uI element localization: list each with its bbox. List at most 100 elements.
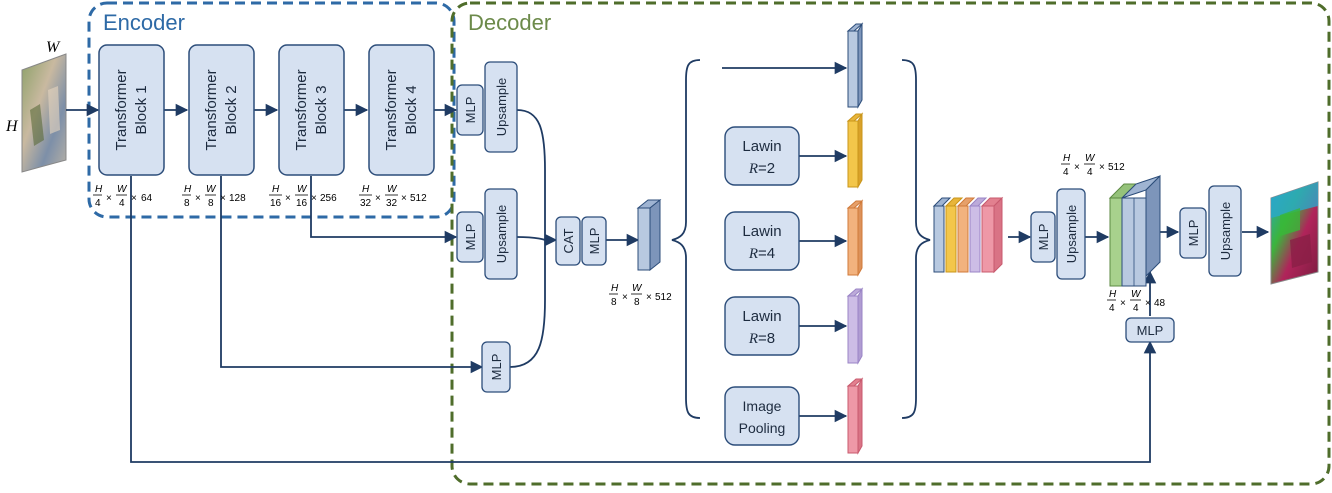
transformer-block-2: Transformer Block 2	[188, 44, 255, 176]
svg-text:Lawin: Lawin	[742, 223, 781, 240]
output-segmentation-image	[1270, 181, 1319, 285]
svg-text:×: ×	[622, 292, 628, 303]
decoder-region	[450, 1, 1331, 486]
dim-label-block-3: H 16 × W 16 × 256	[269, 184, 337, 209]
final-feature-stack	[1108, 174, 1161, 287]
left-brace	[671, 59, 701, 419]
mlp-stage1: MLP	[456, 84, 484, 136]
svg-text:Lawin: Lawin	[742, 138, 781, 155]
svg-text:Upsample: Upsample	[1064, 205, 1079, 264]
dim-label-block-2: H 8 × W 8 × 128	[182, 184, 246, 209]
svg-text:Transformer: Transformer	[293, 69, 310, 150]
svg-text:4: 4	[119, 198, 125, 209]
svg-text:16: 16	[296, 198, 308, 209]
svg-text:×: ×	[131, 193, 137, 204]
svg-text:Pooling: Pooling	[739, 420, 786, 436]
upsample-stage1: Upsample	[484, 61, 518, 153]
dim-label-fused: H 8 × W 8 × 512	[609, 283, 672, 308]
svg-text:R=2: R=2	[748, 160, 775, 177]
svg-text:Block 3: Block 3	[313, 85, 330, 134]
svg-text:32: 32	[360, 198, 372, 209]
svg-text:MLP: MLP	[463, 224, 478, 251]
dim-label-final-bottom: H 4 × W 4 × 48	[1107, 289, 1166, 314]
svg-text:R=4: R=4	[748, 245, 775, 262]
decoder-label: Decoder	[468, 10, 551, 35]
svg-text:8: 8	[184, 198, 190, 209]
svg-text:×: ×	[1120, 298, 1126, 309]
svg-text:256: 256	[320, 193, 337, 204]
svg-text:MLP: MLP	[1186, 220, 1201, 247]
svg-text:W: W	[117, 184, 128, 195]
branch-prism-pooling	[846, 377, 864, 455]
svg-text:32: 32	[386, 198, 398, 209]
svg-text:W: W	[206, 184, 217, 195]
branch-prism-identity	[846, 22, 864, 109]
svg-text:4: 4	[1087, 167, 1093, 178]
input-image	[21, 53, 67, 173]
svg-text:MLP: MLP	[1036, 224, 1051, 251]
svg-text:MLP: MLP	[463, 97, 478, 124]
svg-text:H: H	[611, 283, 619, 294]
dim-label-block-4: H 32 × W 32 × 512	[359, 184, 427, 209]
svg-text:512: 512	[410, 193, 427, 204]
svg-text:4: 4	[1133, 303, 1139, 314]
svg-text:Transformer: Transformer	[203, 69, 220, 150]
branch-prism-lawin-r2	[846, 112, 864, 189]
svg-text:Transformer: Transformer	[383, 69, 400, 150]
svg-text:H: H	[272, 184, 280, 195]
svg-text:×: ×	[220, 193, 226, 204]
mlp-fuse: MLP	[581, 216, 607, 266]
svg-text:×: ×	[1074, 162, 1080, 173]
svg-text:512: 512	[1108, 162, 1125, 173]
svg-text:CAT: CAT	[561, 228, 576, 253]
svg-text:×: ×	[1099, 162, 1105, 173]
lawin-block-r4: Lawin R=4	[724, 211, 800, 271]
upsample-final: Upsample	[1208, 185, 1242, 277]
svg-text:×: ×	[375, 193, 381, 204]
lawin-block-r8: Lawin R=8	[724, 296, 800, 356]
svg-text:H: H	[1063, 153, 1071, 164]
svg-text:×: ×	[106, 193, 112, 204]
svg-text:512: 512	[655, 292, 672, 303]
transformer-block-4: Transformer Block 4	[368, 44, 435, 176]
fused-feature-prism	[636, 198, 662, 272]
svg-text:×: ×	[1145, 298, 1151, 309]
dim-label-block-1: H 4 × W 4 × 64	[93, 184, 153, 209]
mlp-low-level: MLP	[1125, 317, 1175, 343]
svg-text:Block 4: Block 4	[403, 85, 420, 134]
svg-text:W: W	[297, 184, 308, 195]
right-brace	[901, 59, 931, 419]
svg-text:8: 8	[634, 297, 640, 308]
dim-label-final-top: H 4 × W 4 × 512	[1061, 153, 1125, 178]
input-width-symbol: W	[46, 39, 61, 56]
cat-block: CAT	[555, 216, 581, 266]
svg-text:8: 8	[611, 297, 617, 308]
svg-text:4: 4	[1109, 303, 1115, 314]
svg-text:×: ×	[285, 193, 291, 204]
svg-text:48: 48	[1154, 298, 1166, 309]
svg-text:64: 64	[141, 193, 153, 204]
svg-text:×: ×	[311, 193, 317, 204]
mlp-final: MLP	[1179, 207, 1207, 259]
svg-text:W: W	[387, 184, 398, 195]
svg-text:MLP: MLP	[587, 228, 602, 255]
svg-text:W: W	[632, 283, 643, 294]
lawin-block-r2: Lawin R=2	[724, 126, 800, 186]
svg-text:16: 16	[270, 198, 282, 209]
svg-text:Upsample: Upsample	[494, 78, 509, 137]
svg-text:×: ×	[195, 193, 201, 204]
svg-text:Block 1: Block 1	[133, 85, 150, 134]
connectors	[66, 61, 1270, 463]
svg-text:128: 128	[229, 193, 246, 204]
svg-text:H: H	[184, 184, 192, 195]
svg-text:4: 4	[1063, 167, 1069, 178]
input-height-symbol: H	[5, 118, 19, 135]
svg-text:Block 2: Block 2	[223, 85, 240, 134]
svg-text:Lawin: Lawin	[742, 308, 781, 325]
transformer-block-3: Transformer Block 3	[278, 44, 345, 176]
svg-text:W: W	[1085, 153, 1096, 164]
svg-text:Transformer: Transformer	[113, 69, 130, 150]
mlp-stage3: MLP	[481, 341, 511, 393]
encoder-label: Encoder	[103, 10, 185, 35]
